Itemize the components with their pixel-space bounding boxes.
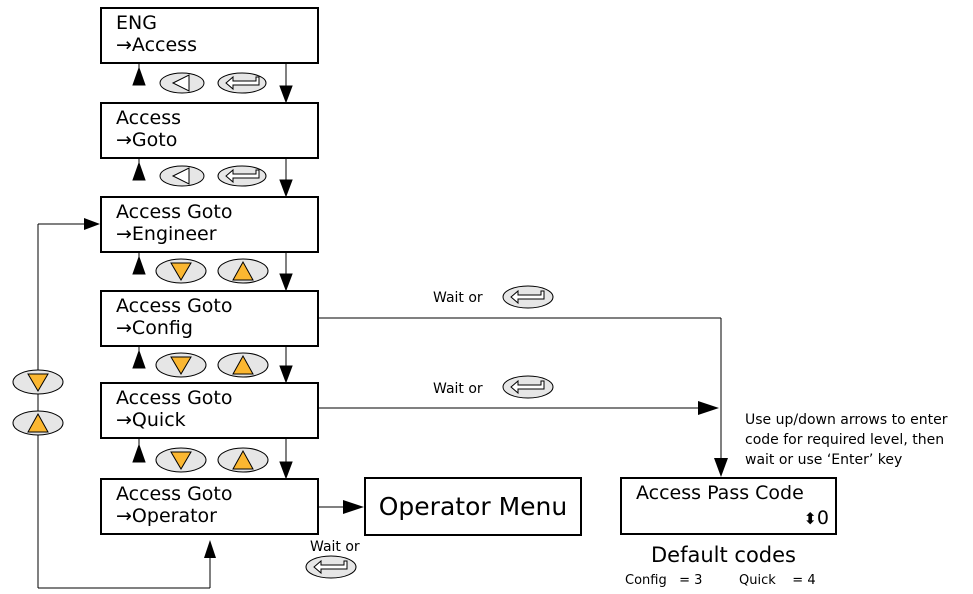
arrow-right-icon: → [116,317,132,339]
up-key-icon [217,352,269,378]
operator-menu-box: Operator Menu [364,477,582,536]
screen-goto-engineer: Access Goto →Engineer [100,196,319,253]
instruction-line-3: wait or use ‘Enter’ key [745,452,903,468]
up-down-icon: ⬍ [803,509,817,528]
arrow-right-icon: → [116,34,132,56]
access-pass-code-box: Access Pass Code ⬍0 [620,477,837,535]
wait-or-label-operator: Wait or [310,539,360,555]
arrow-right-icon: → [116,505,132,527]
wait-or-label-config: Wait or [433,290,483,306]
scroll-key-icon [159,165,205,187]
screen-line-1: Access Goto [116,201,233,223]
arrow-right-icon: → [116,129,132,151]
screen-goto-operator: Access Goto →Operator [100,478,319,535]
screen-line-2: Operator [131,505,217,527]
up-key-icon [12,410,64,436]
enter-key-icon [217,165,267,187]
screen-line-1: Access [116,107,182,129]
screen-goto-quick: Access Goto →Quick [100,382,319,439]
enter-key-icon [217,72,267,94]
wait-or-label-quick: Wait or [433,381,483,397]
screen-line-1: ENG [116,12,157,34]
scroll-key-icon [159,72,205,94]
screen-line-2: Goto [131,129,178,151]
down-key-icon [12,369,64,395]
arrow-right-icon: → [116,409,132,431]
instruction-line-1: Use up/down arrows to enter [745,412,948,428]
screen-line-2: Engineer [131,223,217,245]
enter-key-icon [305,555,357,579]
screen-goto-config: Access Goto →Config [100,290,319,347]
screen-eng-access: ENG →Access [100,7,319,64]
screen-line-1: Access Goto [116,295,233,317]
up-key-icon [217,258,269,284]
down-key-icon [155,258,207,284]
operator-menu-label: Operator Menu [378,492,568,521]
down-key-icon [155,352,207,378]
screen-line-1: Access Goto [116,387,233,409]
instruction-line-2: code for required level, then [745,432,945,448]
enter-key-icon [502,375,554,399]
enter-key-icon [502,285,554,309]
default-codes-title: Default codes [651,543,796,567]
screen-line-2: Config [131,317,193,339]
screen-line-2: Quick [131,409,186,431]
pass-code-value-row: ⬍0 [804,507,830,529]
screen-line-2: Access [131,34,197,56]
pass-code-value: 0 [816,507,829,529]
default-code-config: Config = 3 [625,573,703,588]
arrow-right-icon: → [116,223,132,245]
default-code-quick: Quick = 4 [739,573,816,588]
screen-line-1: Access Goto [116,483,233,505]
pass-code-title: Access Pass Code [636,482,804,504]
up-key-icon [217,447,269,473]
down-key-icon [155,447,207,473]
screen-access-goto: Access →Goto [100,102,319,159]
